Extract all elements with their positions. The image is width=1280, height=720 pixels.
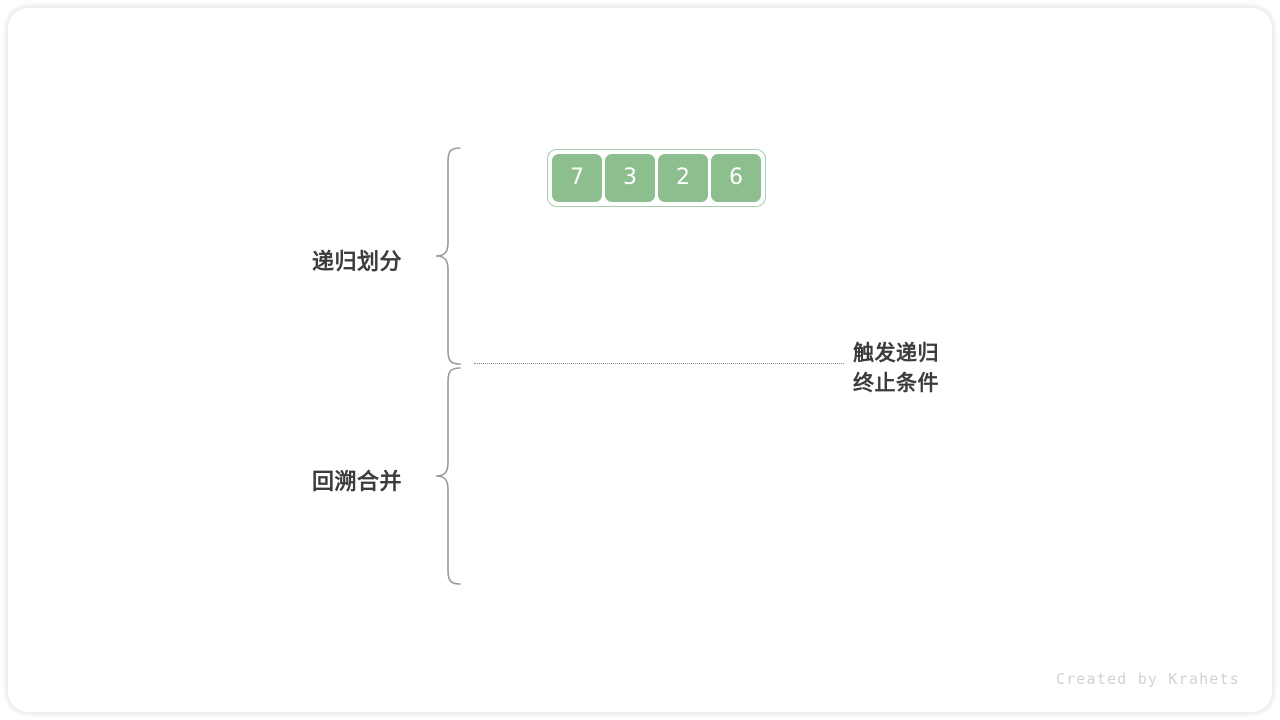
- array-cell: 3: [605, 154, 655, 202]
- termination-condition-annotation: 触发递归 终止条件: [853, 338, 939, 398]
- section-label-divide: 递归划分: [312, 250, 403, 275]
- brace-merge: [428, 360, 476, 592]
- annotation-line-2: 终止条件: [853, 371, 939, 395]
- array-cell: 6: [711, 154, 761, 202]
- array-cell: 7: [552, 154, 602, 202]
- array-container: 7 3 2 6: [547, 149, 766, 207]
- brace-merge-icon: [435, 367, 461, 585]
- array-cell: 2: [658, 154, 708, 202]
- section-label-merge: 回溯合并: [312, 470, 403, 495]
- annotation-line-1: 触发递归: [853, 341, 939, 365]
- diagram-card: 7 3 2 6 递归划分 回溯合并 触发递归 终止条件 Created: [8, 8, 1272, 712]
- credit-text: Created by Krahets: [1055, 670, 1240, 688]
- brace-divide-icon: [435, 147, 461, 365]
- recursion-boundary-dotted-line: [474, 363, 844, 366]
- brace-divide: [428, 140, 476, 372]
